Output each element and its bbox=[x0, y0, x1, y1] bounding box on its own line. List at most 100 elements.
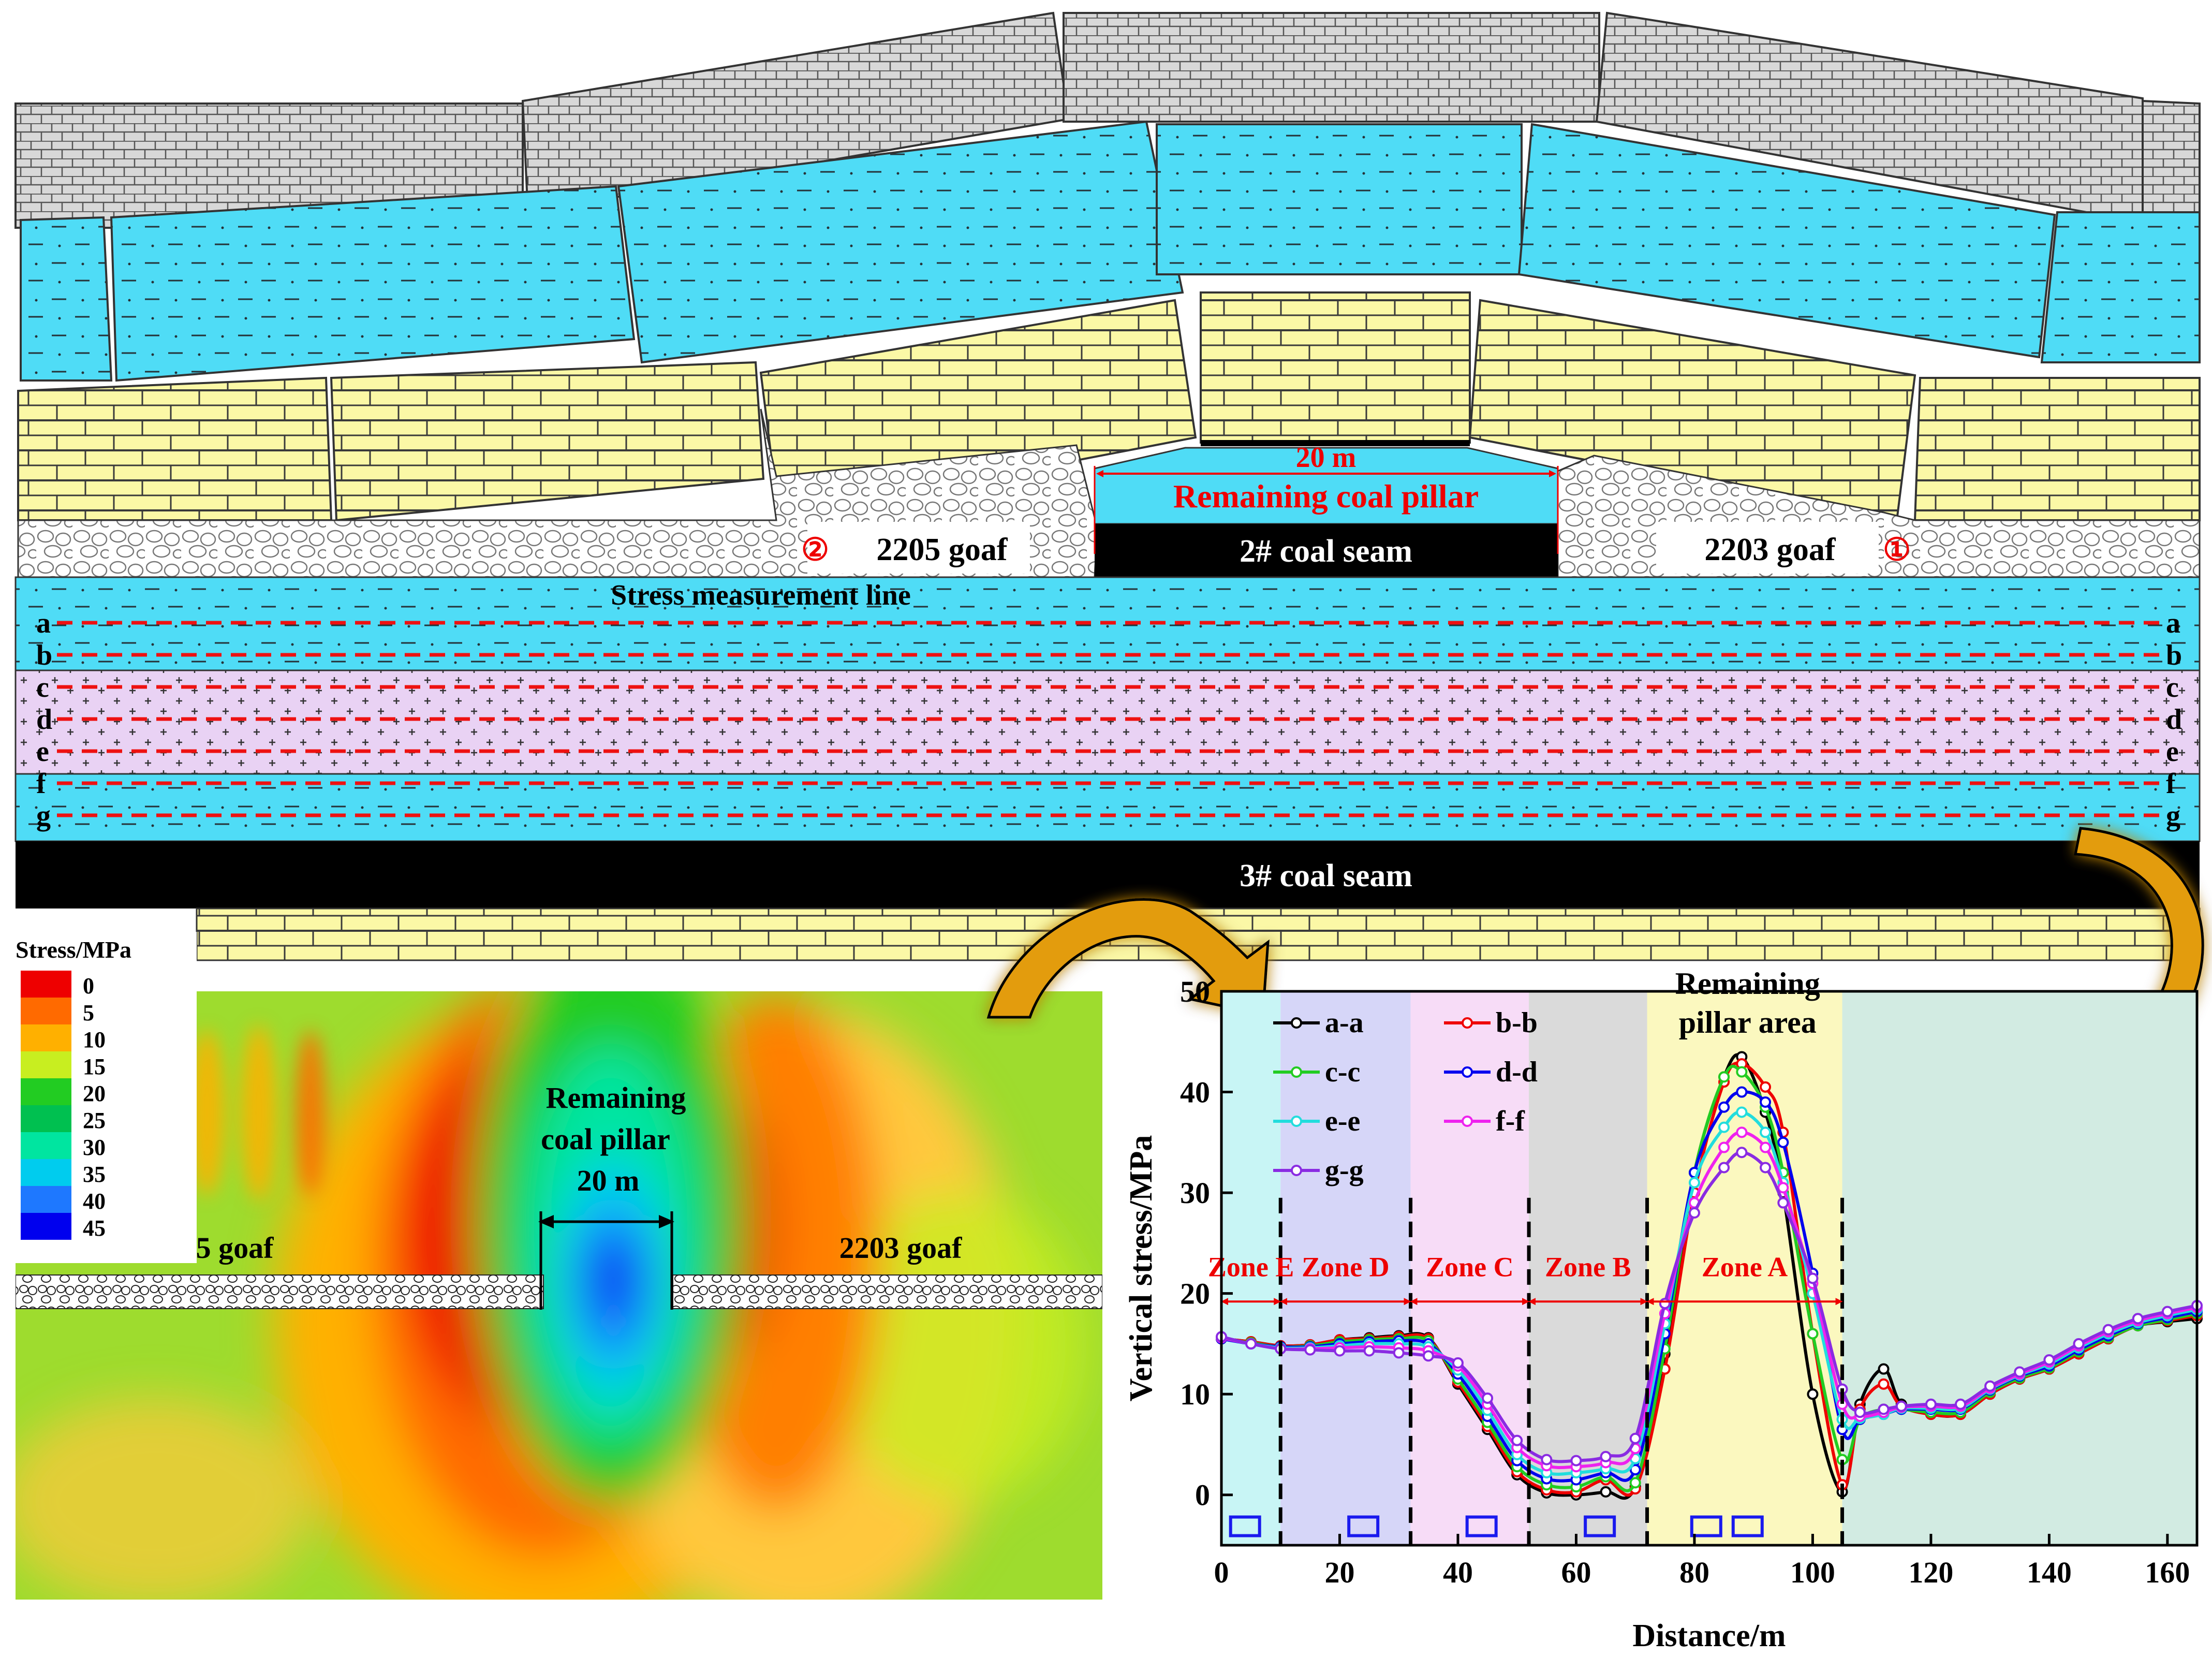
legend-level-20: 20 bbox=[83, 1081, 106, 1106]
zone-label-2: Zone C bbox=[1426, 1252, 1514, 1283]
point-g-g-140 bbox=[2043, 1354, 2055, 1366]
legend-swatch-5 bbox=[21, 998, 71, 1024]
point-g-g-95 bbox=[1777, 1197, 1789, 1209]
left-goaf-label: 2205 goaf bbox=[876, 532, 1008, 567]
legend-level-0: 0 bbox=[83, 973, 94, 999]
point-a-a-65 bbox=[1600, 1486, 1612, 1498]
legend-entry-d-d: d-d bbox=[1444, 1056, 1538, 1088]
goaf-rubble bbox=[17, 408, 2201, 578]
sandstone-layer-lower bbox=[14, 773, 2201, 842]
point-g-g-108 bbox=[1854, 1406, 1866, 1418]
contour-pillar-width-label: 20 m bbox=[577, 1164, 640, 1197]
point-f-f-85 bbox=[1718, 1141, 1730, 1153]
legend-level-5: 5 bbox=[83, 1000, 94, 1025]
pillar-width-label: 20 m bbox=[1296, 442, 1356, 474]
point-g-g-55 bbox=[1541, 1454, 1553, 1466]
legend-swatch-30 bbox=[21, 1132, 71, 1159]
x-tick-label-20: 20 bbox=[1324, 1556, 1354, 1589]
pillar-cap-line bbox=[1201, 440, 1470, 446]
point-f-f-95 bbox=[1777, 1182, 1789, 1194]
point-g-g-125 bbox=[1955, 1398, 1967, 1410]
x-tick-label-80: 80 bbox=[1679, 1556, 1709, 1589]
stress-contour-plot: Remaining coal pillar 20 m 2205 goaf 220… bbox=[0, 932, 1102, 1600]
line-letter-e-right: e bbox=[2166, 736, 2179, 768]
point-g-g-150 bbox=[2102, 1324, 2114, 1336]
zone-boundaries bbox=[1278, 1197, 1845, 1545]
legend-marker-a-a bbox=[1291, 1017, 1302, 1029]
measurement-line-letters-right: a b c d e f g bbox=[2166, 607, 2182, 832]
point-g-g-35 bbox=[1422, 1350, 1434, 1362]
point-g-g-45 bbox=[1482, 1392, 1494, 1404]
x-tick-label-140: 140 bbox=[2027, 1556, 2072, 1589]
legend-label-g-g: g-g bbox=[1325, 1154, 1364, 1186]
x-tick-label-100: 100 bbox=[1790, 1556, 1835, 1589]
legend-swatch-15 bbox=[21, 1051, 71, 1078]
line-letter-f-left: f bbox=[36, 768, 47, 800]
legend-label-a-a: a-a bbox=[1325, 1007, 1364, 1039]
legend-entry-f-f: f-f bbox=[1444, 1105, 1525, 1137]
zone-bg-5 bbox=[1842, 991, 2197, 1545]
legend-entry-a-a: a-a bbox=[1273, 1007, 1364, 1039]
pillar-marker-3 bbox=[1584, 1515, 1616, 1537]
upper-coal-seam bbox=[1095, 524, 1558, 577]
lower-coal-seam bbox=[16, 841, 2200, 908]
legend-level-10: 10 bbox=[83, 1027, 106, 1052]
lower-coal-seam-label: 3# coal seam bbox=[1240, 858, 1412, 893]
point-g-g-120 bbox=[1925, 1398, 1937, 1410]
point-g-g-80 bbox=[1688, 1207, 1700, 1219]
point-g-g-115 bbox=[1895, 1400, 1907, 1412]
series-g-g bbox=[1216, 1147, 2203, 1467]
point-a-a-112 bbox=[1878, 1363, 1890, 1375]
legend-label-f-f: f-f bbox=[1496, 1105, 1525, 1137]
line-letter-c-right: c bbox=[2166, 671, 2179, 704]
measurement-lines bbox=[57, 621, 2163, 817]
point-e-e-80 bbox=[1688, 1177, 1700, 1189]
point-g-g-5 bbox=[1245, 1338, 1257, 1350]
point-b-b-92 bbox=[1760, 1081, 1772, 1093]
point-g-g-112 bbox=[1878, 1403, 1890, 1415]
point-g-g-20 bbox=[1334, 1345, 1346, 1357]
legend-level-25: 25 bbox=[83, 1108, 106, 1133]
point-g-g-135 bbox=[2014, 1366, 2026, 1378]
pillar-area-annotation-line1: Remaining bbox=[1675, 966, 1820, 1001]
line-letter-f-right: f bbox=[2166, 768, 2176, 800]
limestone-blocks bbox=[17, 291, 2201, 522]
x-tick-label-120: 120 bbox=[1908, 1556, 1953, 1589]
y-tick-label-20: 20 bbox=[1180, 1277, 1210, 1311]
legend-marker-d-d bbox=[1462, 1066, 1473, 1078]
point-g-g-88 bbox=[1736, 1147, 1748, 1159]
point-a-a-100 bbox=[1807, 1388, 1819, 1400]
pillar-area-annotation-line2: pillar area bbox=[1679, 1005, 1817, 1039]
y-tick-label-10: 10 bbox=[1180, 1377, 1210, 1411]
legend-entry-g-g: g-g bbox=[1273, 1154, 1364, 1186]
legend-swatch-0 bbox=[21, 971, 71, 998]
legend-swatch-45 bbox=[21, 1213, 71, 1240]
y-tick-label-40: 40 bbox=[1180, 1076, 1210, 1109]
point-c-c-85 bbox=[1718, 1071, 1730, 1083]
legend-level-35: 35 bbox=[83, 1162, 106, 1187]
legend-label-c-c: c-c bbox=[1325, 1056, 1360, 1088]
left-goaf-marker: ② bbox=[801, 533, 829, 567]
zone-bg-0 bbox=[1221, 991, 1281, 1545]
legend-marker-c-c bbox=[1291, 1066, 1302, 1078]
legend-label-d-d: d-d bbox=[1496, 1056, 1538, 1088]
legend-marker-b-b bbox=[1462, 1017, 1473, 1029]
point-g-g-15 bbox=[1304, 1344, 1316, 1356]
legend-level-15: 15 bbox=[83, 1054, 106, 1079]
line-letter-a-left: a bbox=[36, 607, 51, 639]
line-letter-e-left: e bbox=[36, 736, 49, 768]
point-d-d-70 bbox=[1629, 1464, 1641, 1476]
point-e-e-88 bbox=[1736, 1106, 1748, 1118]
zone-label-4: Zone A bbox=[1702, 1252, 1788, 1283]
point-g-g-100 bbox=[1807, 1272, 1819, 1284]
legend-swatch-20 bbox=[21, 1078, 71, 1105]
point-g-g-92 bbox=[1760, 1162, 1772, 1174]
point-g-g-145 bbox=[2073, 1338, 2085, 1350]
left-curved-arrow bbox=[986, 898, 1270, 1019]
legend-marker-f-f bbox=[1462, 1116, 1473, 1127]
